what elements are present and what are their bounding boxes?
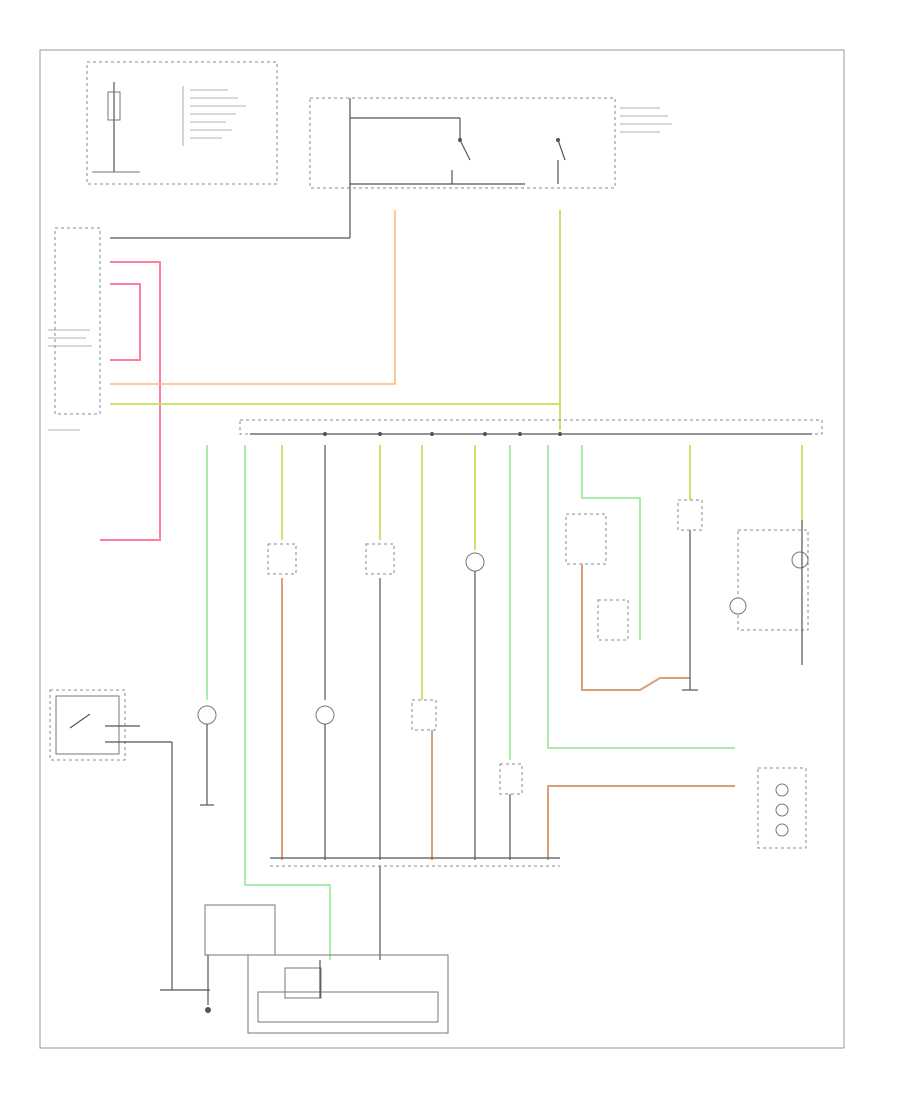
branch-6: [465, 445, 485, 860]
connector-right: [757, 767, 807, 849]
junction-bus: [239, 419, 823, 436]
wire-brown-right: [547, 785, 735, 860]
bottom-module: [204, 904, 449, 1034]
fuse-block-label-lines: [190, 89, 246, 139]
fuse-block: [86, 61, 278, 185]
branch-8: [565, 445, 690, 691]
power-control-module: [48, 227, 101, 431]
branch-2: [267, 445, 297, 860]
wire-orange: [110, 210, 396, 385]
wire-red-loop: [110, 283, 141, 361]
branch-1: [197, 445, 217, 806]
wire-green-long: [244, 445, 331, 960]
ignition-switch: [49, 689, 210, 991]
wire-red-main: [100, 261, 161, 541]
branch-5: [411, 445, 437, 860]
wire-yellow-green: [110, 210, 561, 405]
cluster-lamps: [729, 445, 809, 665]
wire-green-right: [547, 445, 735, 749]
branch-3: [315, 445, 335, 860]
branch-9: [677, 445, 703, 691]
diagram-border: [39, 49, 845, 1049]
branch-4: [365, 445, 395, 860]
branch-7: [499, 445, 523, 860]
switch-assembly: [309, 97, 672, 238]
